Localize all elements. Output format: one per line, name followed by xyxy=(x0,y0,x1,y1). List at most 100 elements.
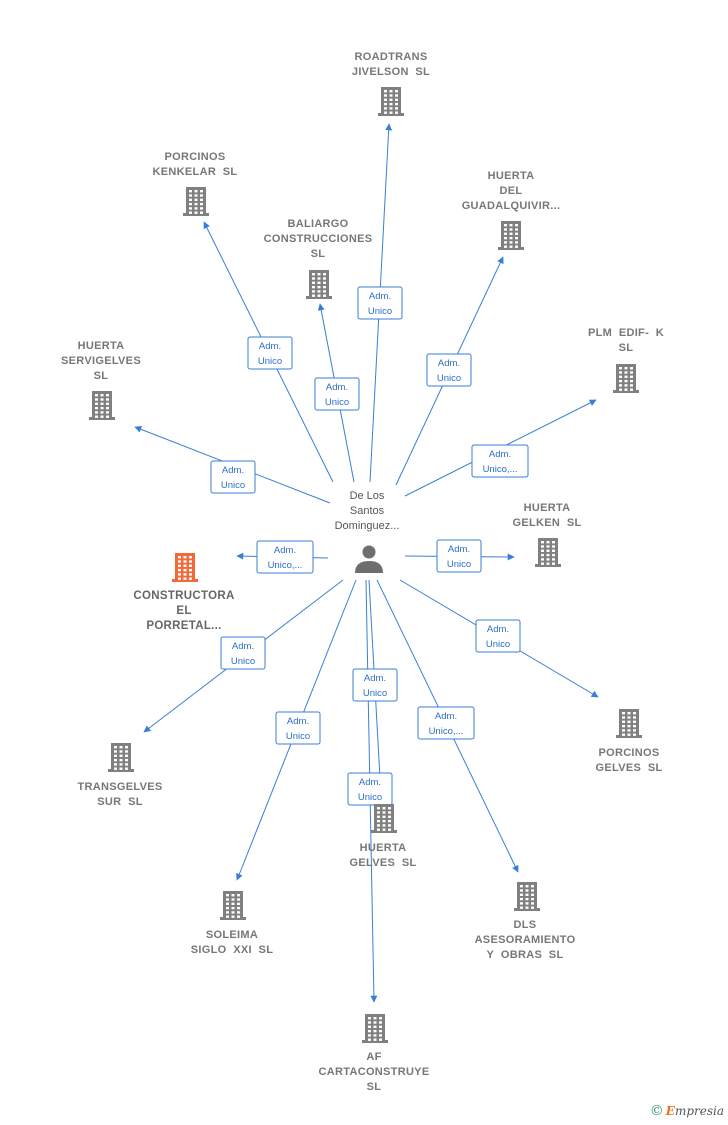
company-label: SERVIGELVES xyxy=(61,355,141,367)
company-label: SOLEIMA xyxy=(206,929,258,941)
company-label: DLS xyxy=(514,919,537,931)
role-badge-dls[interactable]: Adm.Unico,... xyxy=(417,706,475,740)
company-node-huerta-guadalquivir[interactable]: HUERTADELGUADALQUIVIR... xyxy=(462,170,561,250)
company-label: JIVELSON SL xyxy=(352,66,430,78)
role-box xyxy=(347,772,393,806)
company-node-plm-edif[interactable]: PLM EDIF- KSL xyxy=(588,327,664,393)
company-node-huerta-gelves[interactable]: HUERTA GELVES SL xyxy=(350,804,417,869)
role-box xyxy=(210,460,256,494)
company-label: GELKEN SL xyxy=(512,517,581,529)
company-node-roadtrans[interactable]: ROADTRANS JIVELSON SL xyxy=(352,51,430,116)
role-badge-roadtrans[interactable]: Adm.Unico xyxy=(357,286,403,320)
company-label: CONSTRUCTORA xyxy=(133,590,234,602)
company-label: SL xyxy=(311,248,326,260)
company-label: SIGLO XXI SL xyxy=(191,944,273,956)
role-badge-huerta-gelken[interactable]: Adm. Unico xyxy=(436,539,482,573)
building-icon xyxy=(362,1014,388,1043)
company-node-huerta-gelken[interactable]: HUERTA GELKEN SL xyxy=(512,502,581,567)
role-text: Adm. xyxy=(438,358,460,369)
role-text: Adm. xyxy=(435,711,457,722)
company-node-porcinos-gelves[interactable]: PORCINOS GELVES SL xyxy=(596,709,663,774)
roles-layer: Adm.UnicoAdm.UnicoAdm.UnicoAdm.UnicoAdm.… xyxy=(210,286,529,806)
copyright-brand: ©Empresia xyxy=(650,1103,724,1119)
company-label: PORCINOS xyxy=(164,151,225,163)
company-label: PORCINOS xyxy=(598,747,659,759)
company-label: SL xyxy=(367,1081,382,1093)
role-box xyxy=(314,377,360,411)
role-text: Unico xyxy=(447,559,471,570)
role-box xyxy=(426,353,472,387)
role-box xyxy=(357,286,403,320)
role-text: Unico xyxy=(437,373,461,384)
company-node-constructora-porretal[interactable]: CONSTRUCTORAELPORRETAL... xyxy=(133,553,234,632)
role-badge-huerta-servigelves[interactable]: Adm.Unico xyxy=(210,460,256,494)
company-label: PORRETAL... xyxy=(146,620,221,632)
role-text: Unico xyxy=(325,397,349,408)
brand-name: mpresia xyxy=(674,1104,724,1118)
role-text: Adm. xyxy=(489,449,511,460)
building-icon xyxy=(616,709,642,738)
role-box xyxy=(471,444,529,478)
role-text: Unico xyxy=(368,306,392,317)
role-badge-porcinos-gelves[interactable]: Adm. Unico xyxy=(475,619,521,653)
role-text: Unico xyxy=(286,731,310,742)
company-label: SL xyxy=(94,370,109,382)
role-text: Unico xyxy=(231,656,255,667)
role-text: Unico,... xyxy=(268,560,303,571)
building-icon xyxy=(183,187,209,216)
role-badge-plm-edif[interactable]: Adm. Unico,... xyxy=(471,444,529,478)
company-label: Y OBRAS SL xyxy=(487,949,564,961)
company-label: AF xyxy=(366,1051,381,1063)
role-box xyxy=(417,706,475,740)
company-node-huerta-servigelves[interactable]: HUERTA SERVIGELVES SL xyxy=(61,340,141,420)
building-icon xyxy=(108,743,134,772)
brand-initial: E xyxy=(665,1104,675,1118)
building-icon xyxy=(306,270,332,299)
person-label: De Los xyxy=(350,490,385,502)
role-text: Adm. xyxy=(487,624,509,635)
role-text: Adm. xyxy=(448,544,470,555)
company-label: TRANSGELVES xyxy=(78,781,163,793)
role-text: Unico xyxy=(486,639,510,650)
person-label: Santos xyxy=(350,505,385,517)
role-box xyxy=(352,668,398,702)
center-person-node[interactable]: De LosSantosDominguez... xyxy=(335,490,400,573)
role-text: Unico xyxy=(258,356,282,367)
role-badge-baliargo[interactable]: Adm.Unico xyxy=(314,377,360,411)
role-text: Adm. xyxy=(287,716,309,727)
role-badge-soleima[interactable]: Adm. Unico xyxy=(275,711,321,745)
role-badge-af-cartaconstruye[interactable]: Adm.Unico xyxy=(347,772,393,806)
building-icon xyxy=(535,538,561,567)
building-icon xyxy=(613,364,639,393)
company-label: GELVES SL xyxy=(596,762,663,774)
company-node-soleima[interactable]: SOLEIMA SIGLO XXI SL xyxy=(191,891,273,956)
company-label: HUERTA xyxy=(524,502,571,514)
company-label: HUERTA xyxy=(78,340,125,352)
role-badge-huerta-guadalquivir[interactable]: Adm. Unico xyxy=(426,353,472,387)
company-label: GELVES SL xyxy=(350,857,417,869)
company-label: BALIARGO xyxy=(287,218,348,230)
role-badge-porcinos-kenkelar[interactable]: Adm. Unico xyxy=(247,336,293,370)
role-badge-transgelves[interactable]: Adm.Unico xyxy=(220,636,266,670)
role-text: Adm. xyxy=(359,777,381,788)
role-badge-constructora-porretal[interactable]: Adm.Unico,... xyxy=(256,540,314,574)
role-box xyxy=(475,619,521,653)
role-box xyxy=(256,540,314,574)
building-icon xyxy=(371,804,397,833)
company-label: ROADTRANS xyxy=(355,51,428,63)
company-label: PLM EDIF- K xyxy=(588,327,664,339)
role-text: Unico,... xyxy=(483,464,518,475)
role-badge-huerta-gelves[interactable]: Adm.Unico xyxy=(352,668,398,702)
person-label: Dominguez... xyxy=(335,520,400,532)
company-label: HUERTA xyxy=(360,842,407,854)
building-icon xyxy=(378,87,404,116)
role-box xyxy=(436,539,482,573)
role-text: Adm. xyxy=(259,341,281,352)
